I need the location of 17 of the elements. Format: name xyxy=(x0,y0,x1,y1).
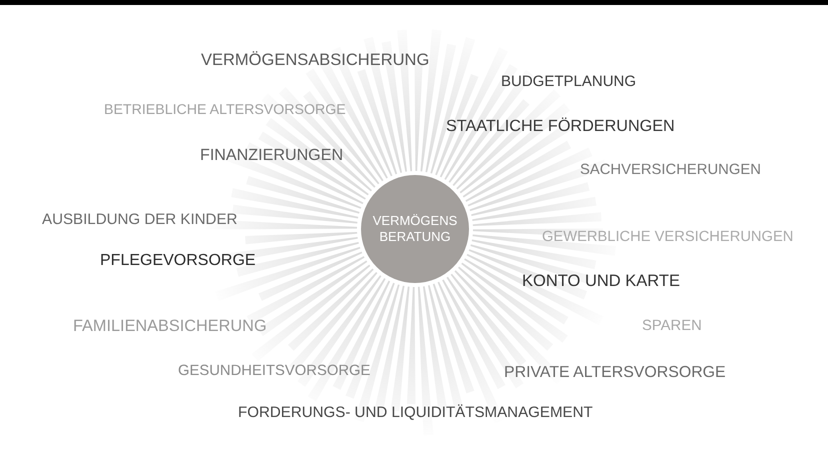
center-circle xyxy=(361,175,469,283)
center-title: VERMÖGENS BERATUNG xyxy=(372,213,458,245)
topic-label: BUDGETPLANUNG xyxy=(501,73,636,92)
topic-label: GESUNDHEITSVORSORGE xyxy=(178,363,370,382)
topic-label: FAMILIENABSICHERUNG xyxy=(73,317,267,337)
topic-label: AUSBILDUNG DER KINDER xyxy=(42,211,238,230)
topic-label: GEWERBLICHE VERSICHERUNGEN xyxy=(542,229,794,247)
topic-label: BETRIEBLICHE ALTERSVORSORGE xyxy=(104,102,346,119)
topic-label: SPAREN xyxy=(642,318,702,336)
topic-label: PFLEGEVORSORGE xyxy=(100,250,256,270)
topic-label: FORDERUNGS- UND LIQUIDITÄTSMANAGEMENT xyxy=(238,404,593,422)
topic-label: SACHVERSICHERUNGEN xyxy=(580,162,761,180)
topic-label: KONTO UND KARTE xyxy=(522,272,680,292)
topic-label: FINANZIERUNGEN xyxy=(200,146,344,165)
topic-label: VERMÖGENSABSICHERUNG xyxy=(201,51,430,72)
topic-label: STAATLICHE FÖRDERUNGEN xyxy=(446,117,675,137)
topic-label: PRIVATE ALTERSVORSORGE xyxy=(504,362,726,382)
